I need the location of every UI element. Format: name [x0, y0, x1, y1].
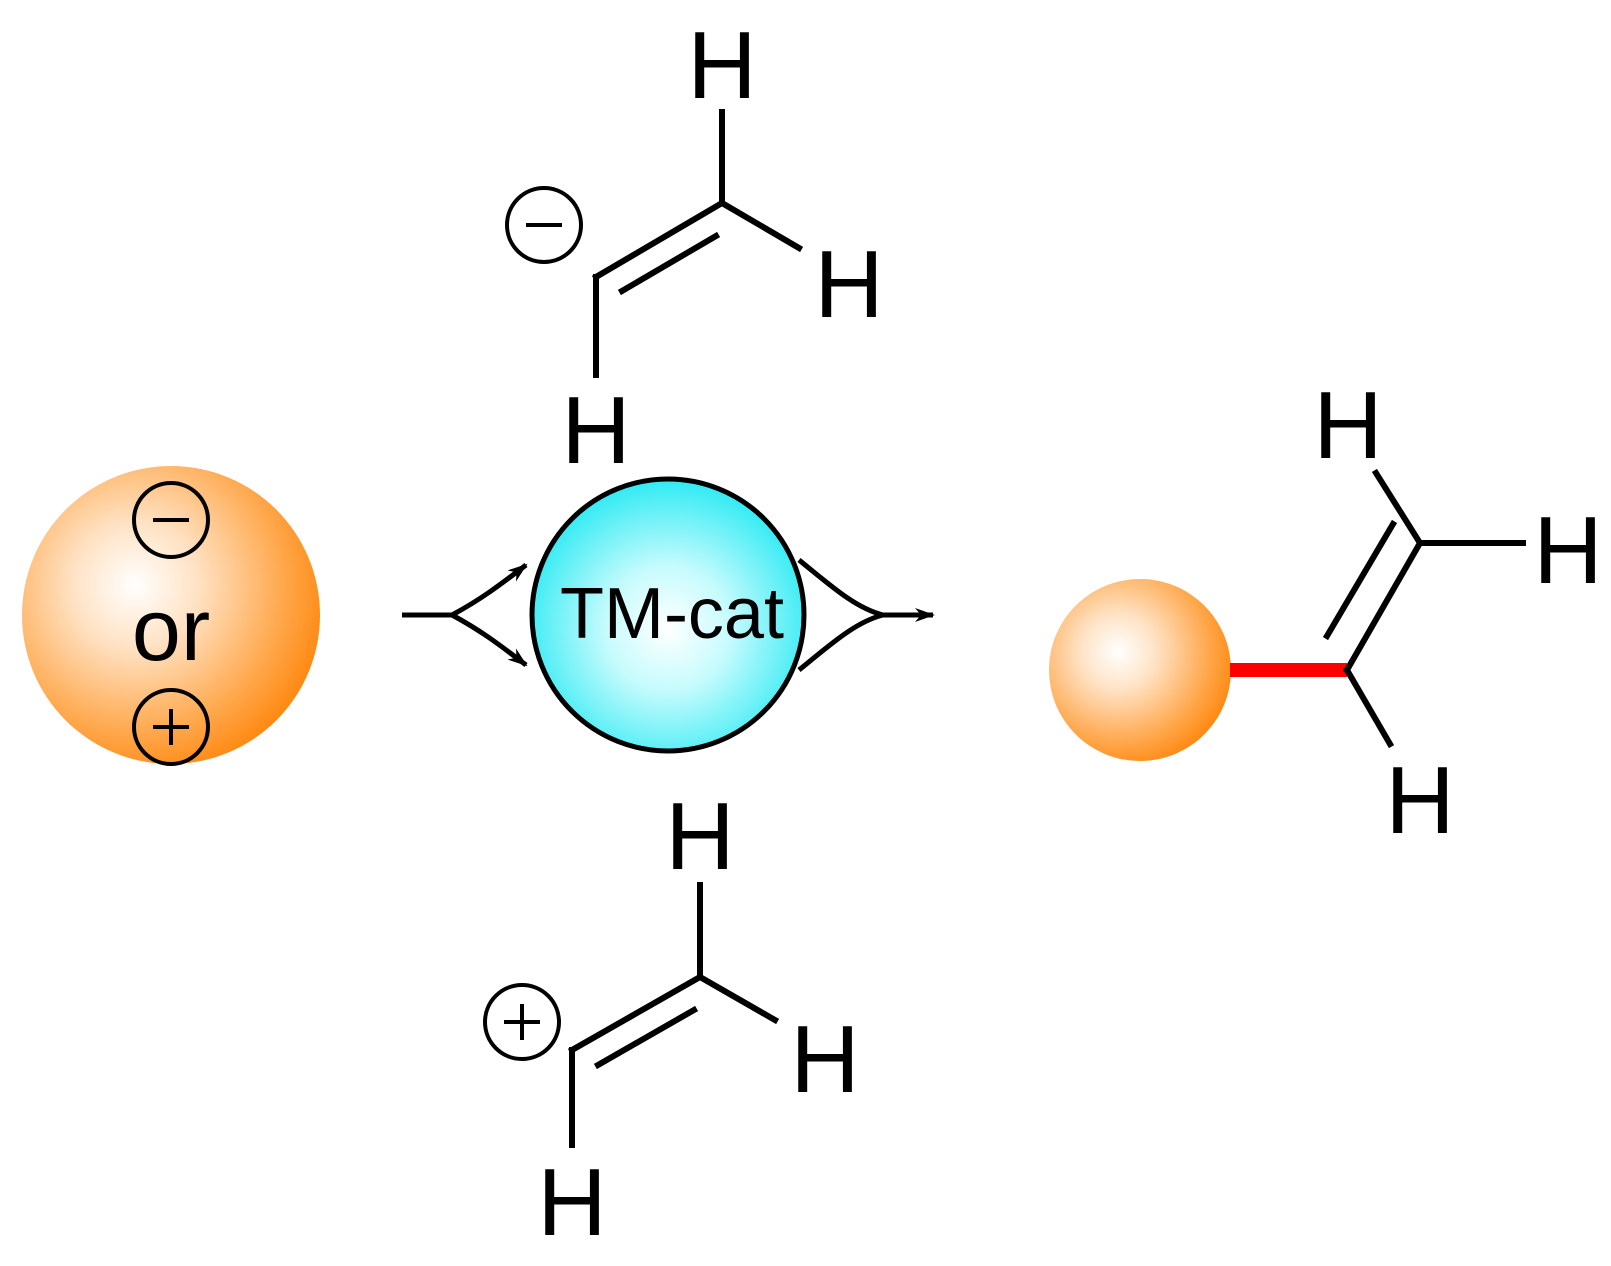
catalyst-sphere	[529, 476, 807, 754]
h-atom: H	[687, 12, 756, 119]
h-atom: H	[665, 783, 734, 890]
h-atom: H	[1533, 497, 1602, 604]
h-atom: H	[1385, 747, 1454, 854]
vinyl-product: H H H	[1049, 372, 1603, 854]
substrate-sphere	[22, 466, 320, 764]
h-atom: H	[814, 231, 883, 338]
catalyst-group: TM-cat	[402, 476, 935, 754]
positive-charge-icon	[132, 688, 210, 766]
h-atom: H	[1313, 372, 1382, 479]
positive-charge-icon	[483, 983, 561, 1061]
substrate-sphere-group: or	[22, 466, 320, 766]
or-label: or	[132, 580, 210, 679]
h-atom: H	[790, 1006, 859, 1113]
negative-charge-icon	[132, 481, 210, 559]
catalyst-label: TM-cat	[560, 574, 784, 654]
vinyl-cation: H H H	[483, 783, 860, 1256]
product-sphere	[1049, 579, 1231, 761]
reaction-arrow-icon	[402, 558, 935, 672]
h-atom: H	[537, 1149, 606, 1256]
vinyl-anion: H H H	[505, 12, 884, 484]
negative-charge-icon	[505, 186, 583, 264]
h-atom: H	[561, 377, 630, 484]
